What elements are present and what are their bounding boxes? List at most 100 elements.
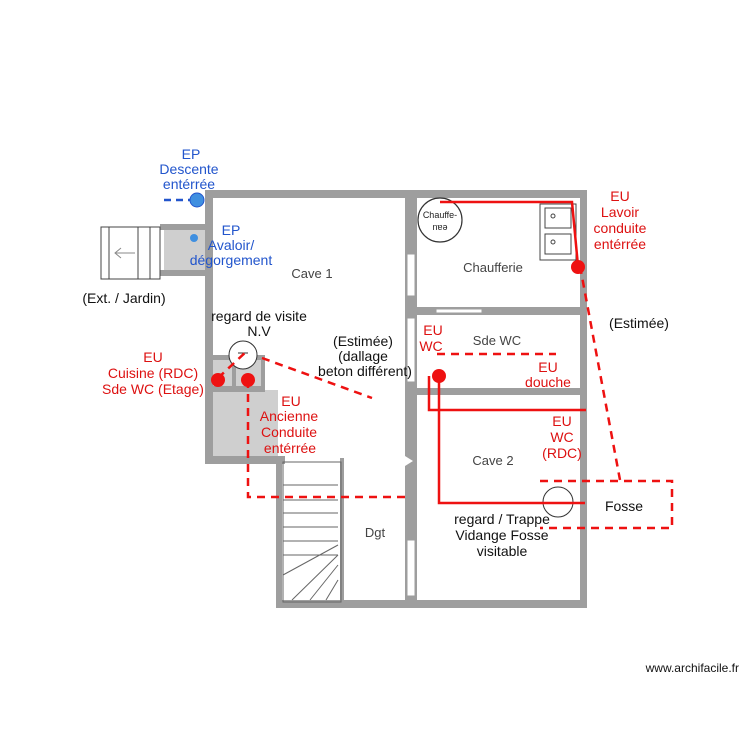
svg-text:Lavoir: Lavoir (601, 204, 639, 220)
stair-winder (309, 564, 339, 601)
svg-text:Cuisine (RDC): Cuisine (RDC) (108, 365, 198, 381)
ext-jardin-label: (Ext. / Jardin) (82, 290, 165, 306)
regard-trappe-label: regard / Trappe Vidange Fosse visitable (454, 511, 550, 559)
chauffe-eau-label: eau (432, 223, 447, 233)
room-cave2-label: Cave 2 (472, 453, 513, 468)
wall-fills (164, 230, 278, 458)
eu-pipes-solid (427, 200, 586, 505)
stair-outline (282, 461, 342, 603)
wall-small-right (261, 355, 265, 389)
ep-descente-point (189, 192, 205, 208)
opening-central-1 (406, 253, 416, 297)
chauffe-eau-label: Chauffe- (423, 210, 457, 220)
eu-pipe-dashed (246, 380, 405, 499)
lavoir-fixture (539, 203, 577, 261)
stair-winder (325, 579, 339, 601)
svg-text:regard de visite: regard de visite (211, 308, 307, 324)
eu-lavoir-label: EU Lavoir conduite entérrée (594, 188, 647, 252)
svg-text:Conduite: Conduite (261, 424, 317, 440)
room-chaufferie-label: Chaufferie (463, 260, 523, 275)
eu-ancienne-point (241, 373, 255, 387)
eu-lavoir-point (571, 260, 585, 274)
openings (406, 253, 483, 597)
ep-avaloir-point (190, 234, 198, 242)
svg-text:WC: WC (419, 338, 442, 354)
staircase (282, 461, 342, 603)
room-cave1-label: Cave 1 (291, 266, 332, 281)
svg-text:Descente: Descente (159, 161, 218, 177)
lavoir-basin (544, 207, 572, 229)
svg-text:visitable: visitable (477, 543, 528, 559)
eu-pipe-lavoir (440, 200, 580, 267)
svg-text:WC: WC (550, 429, 573, 445)
svg-text:douche: douche (525, 374, 571, 390)
eu-pipe-dashed (217, 349, 249, 379)
stair-landing-fill (210, 390, 278, 458)
room-sdewc-label: Sde WC (473, 333, 521, 348)
lavoir-basin (544, 233, 572, 255)
regard-visite-label: regard de visite N.V (211, 308, 307, 339)
svg-text:dégorgement: dégorgement (190, 252, 273, 268)
svg-text:EP: EP (182, 146, 201, 162)
eu-pipe-dashed (261, 356, 373, 400)
svg-text:regard / Trappe: regard / Trappe (454, 511, 550, 527)
eu-ancienne-label: EU Ancienne Conduite entérrée (260, 393, 319, 456)
svg-text:EU: EU (423, 322, 442, 338)
svg-text:Avaloir/: Avaloir/ (208, 237, 255, 253)
svg-text:entérrée: entérrée (594, 236, 646, 252)
eu-wc-sde-label: EU WC (419, 322, 442, 354)
exterior-stairs (100, 226, 161, 280)
ep-avaloir-label: EP Avaloir/ dégorgement (190, 222, 273, 268)
fosse-label: Fosse (605, 498, 643, 514)
svg-text:EU: EU (281, 393, 300, 409)
eu-pipe-fosse (427, 376, 586, 412)
wall-avaloir-bottom (160, 270, 210, 276)
wall-sdewc-bottom (417, 388, 582, 395)
stair-winder (291, 554, 339, 601)
svg-text:Vidange Fosse: Vidange Fosse (455, 527, 548, 543)
svg-text:Sde WC (Etage): Sde WC (Etage) (102, 381, 204, 397)
svg-text:entérrée: entérrée (163, 176, 215, 192)
ep-descente-label: EP Descente entérrée (159, 146, 218, 192)
opening-chaufferie (435, 308, 483, 314)
svg-text:EP: EP (222, 222, 241, 238)
svg-text:EU: EU (552, 413, 571, 429)
lavoir-tap (550, 239, 556, 245)
wall-right (580, 190, 587, 608)
fosse-outline (540, 479, 674, 530)
svg-text:(Estimée): (Estimée) (333, 333, 393, 349)
svg-text:entérrée: entérrée (264, 440, 316, 456)
credit-label: www.archifacile.fr (645, 661, 739, 675)
chauffe-eau: Chauffe- eau (417, 197, 463, 243)
wall-small-bottom (205, 386, 265, 392)
wall-stair-left (276, 458, 282, 608)
svg-text:(dallage: (dallage (338, 348, 388, 364)
wall-stair-right (340, 458, 344, 608)
eu-pipe-fosse (437, 378, 585, 505)
svg-text:Ancienne: Ancienne (260, 408, 319, 424)
avaloir-block-fill (164, 230, 208, 270)
lavoir-tap (550, 213, 556, 219)
door-arrow-marker (405, 456, 413, 466)
svg-text:EU: EU (143, 349, 162, 365)
svg-text:conduite: conduite (594, 220, 647, 236)
svg-text:EU: EU (610, 188, 629, 204)
eu-wc-rdc-label: EU WC (RDC) (542, 413, 582, 461)
eu-cuisine-label: EU Cuisine (RDC) Sde WC (Etage) (102, 349, 204, 397)
eu-douche-label: EU douche (525, 359, 571, 390)
eu-cuisine-point (211, 373, 225, 387)
eu-wc-point (432, 369, 446, 383)
stair-winder (282, 544, 339, 576)
wall-chaufferie-bottom (417, 307, 582, 315)
svg-text:(RDC): (RDC) (542, 445, 582, 461)
wall-left-cave1 (205, 190, 213, 462)
svg-text:N.V: N.V (247, 323, 271, 339)
wall-small-divider (232, 355, 236, 389)
wall-top (205, 190, 587, 198)
svg-text:EU: EU (538, 359, 557, 375)
exterior-arrow-head (114, 247, 122, 259)
svg-text:beton différent): beton différent) (318, 363, 412, 379)
wall-bottom-left (205, 456, 285, 464)
opening-central-3 (406, 539, 416, 597)
